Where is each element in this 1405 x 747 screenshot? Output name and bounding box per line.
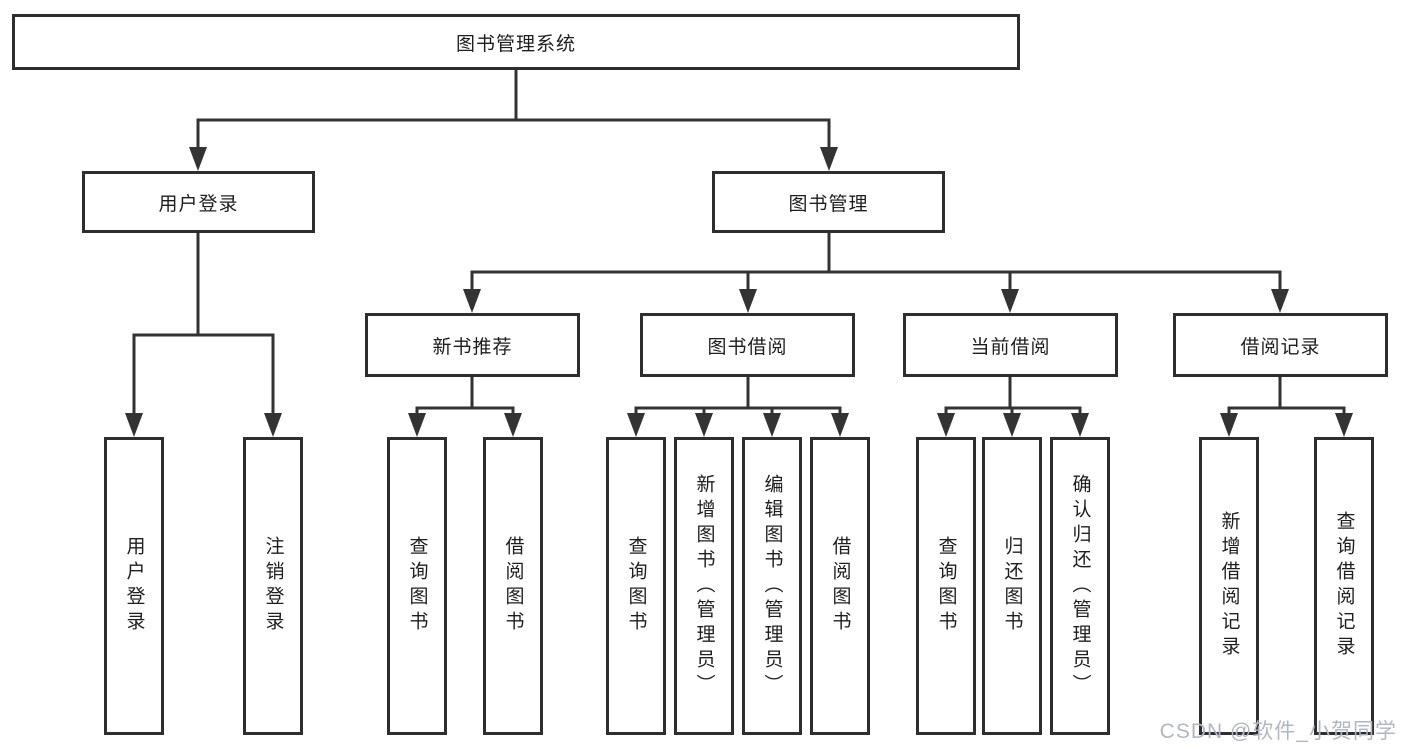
leaf-logout: 注销登录: [243, 437, 303, 735]
node-book-management: 图书管理: [712, 171, 945, 233]
leaf-borrow-edit-book-admin: 编辑图书（管理员）: [742, 437, 802, 735]
csdn-watermark: CSDN @软件_小贺同学: [1159, 720, 1397, 743]
leaf-current-return-book: 归还图书: [982, 437, 1042, 735]
node-book-borrow: 图书借阅: [640, 313, 855, 377]
leaf-current-query-book: 查询图书: [916, 437, 976, 735]
leaf-recommend-query-book: 查询图书: [387, 437, 447, 735]
node-user-login: 用户登录: [82, 171, 315, 233]
leaf-user-login: 用户登录: [104, 437, 164, 735]
arrowheads: [125, 147, 1353, 437]
leaf-record-add-borrow-record: 新增借阅记录: [1199, 437, 1259, 735]
node-borrow-record: 借阅记录: [1173, 313, 1388, 377]
node-current-borrow: 当前借阅: [903, 313, 1118, 377]
leaf-borrow-add-book-admin: 新增图书（管理员）: [674, 437, 734, 735]
leaf-record-query-borrow-record: 查询借阅记录: [1314, 437, 1374, 735]
leaf-current-confirm-return-admin: 确认归还（管理员）: [1050, 437, 1110, 735]
node-new-book-recommend: 新书推荐: [365, 313, 580, 377]
node-root: 图书管理系统: [12, 14, 1020, 70]
leaf-recommend-borrow-book: 借阅图书: [483, 437, 543, 735]
leaf-borrow-query-book: 查询图书: [606, 437, 666, 735]
leaf-borrow-borrow-book: 借阅图书: [810, 437, 870, 735]
